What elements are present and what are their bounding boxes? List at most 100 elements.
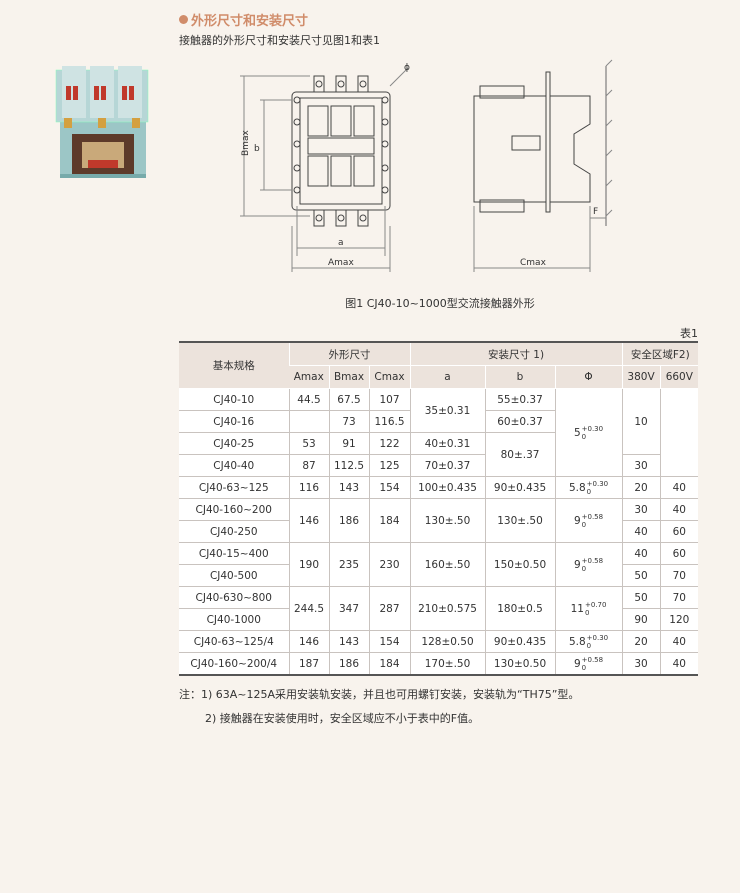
cell-bmax: 186 (328, 498, 369, 543)
table-row: CJ40-25 53 91 122 40±0.31 80±.37 (179, 432, 698, 477)
cell-380v: 40 (621, 520, 661, 543)
cell-cmax: 125 (368, 454, 411, 477)
cell-cmax: 287 (368, 586, 411, 631)
cell-b: 80±.37 (484, 432, 556, 477)
cell-name: CJ40-1000 (179, 608, 289, 631)
phi-upper: +0.58 (581, 512, 604, 521)
th-spec: 基本规格 (179, 341, 289, 389)
cell-a: 35±0.31 (409, 388, 486, 433)
cell-name: CJ40-160~200/4 (179, 652, 289, 676)
cell-660v: 60 (659, 542, 699, 565)
th-outline: 外形尺寸 (288, 341, 411, 366)
cell-cmax: 107 (368, 388, 411, 411)
phi-lower: 0 (581, 663, 587, 672)
phi-lower: 0 (581, 520, 587, 529)
cell-amax: 244.5 (288, 586, 329, 631)
table-row: CJ40-630~800 244.5 347 287 210±0.575 180… (179, 586, 699, 631)
cell-bmax: 235 (328, 542, 369, 587)
cell-b: 130±0.50 (484, 652, 556, 676)
cell-name: CJ40-25 (179, 432, 289, 455)
phi-lower: 0 (586, 487, 592, 496)
cell-660v (659, 388, 699, 477)
cell-name: CJ40-630~800 (179, 586, 289, 609)
cell-a: 70±0.37 (409, 454, 486, 477)
section-heading-text: 外形尺寸和安装尺寸 (191, 14, 309, 29)
cell-cmax: 154 (368, 630, 411, 653)
bmax-label: Bmax (241, 130, 251, 156)
cell-name: CJ40-63~125/4 (179, 630, 289, 653)
phi-upper: +0.70 (584, 600, 607, 609)
cell-bmax: 347 (328, 586, 369, 631)
phi-base: 5.8 (568, 635, 586, 648)
cell-cmax: 154 (368, 476, 411, 499)
th-install: 安装尺寸 1) (409, 341, 623, 366)
cell-380v: 20 (621, 630, 661, 653)
cell-a: 160±.50 (409, 542, 486, 587)
cell-cmax: 184 (368, 652, 411, 676)
phi-lower: 0 (581, 564, 587, 573)
table-label: 表1 (680, 327, 698, 340)
phi-upper: +0.30 (586, 479, 609, 488)
cell-cmax: 184 (368, 498, 411, 543)
cell-380v: 30 (621, 454, 661, 477)
table-row: CJ40-16 73 116.5 60±0.37 (179, 410, 698, 433)
phi-lower: 0 (586, 641, 592, 650)
cell-bmax: 143 (328, 630, 369, 653)
cell-amax: 146 (288, 498, 329, 543)
cell-bmax: 186 (328, 652, 369, 676)
th-safety: 安全区域F2) (621, 341, 699, 366)
cell-bmax: 73 (328, 410, 369, 433)
bullet-dot-icon (179, 15, 188, 24)
cell-cmax: 230 (368, 542, 411, 587)
outline-drawing: ϕ Bmax b a Amax Cmax F (240, 59, 613, 272)
header-row: 基本规格 外形尺寸 安装尺寸 1) 安全区域F2) (179, 341, 699, 389)
phi-upper: +0.58 (581, 556, 604, 565)
cell-amax: 116 (288, 476, 329, 499)
cell-a: 128±0.50 (409, 630, 486, 653)
th-cmax: Cmax (368, 365, 411, 389)
amax-label: Amax (328, 258, 354, 268)
table-row: CJ40-63~125/4 146 143 154 128±0.50 90±0.… (179, 630, 699, 653)
cell-b: 150±0.50 (484, 542, 556, 587)
cell-b: 130±.50 (484, 498, 556, 543)
f-label: F (593, 207, 598, 217)
cell-660v: 70 (659, 564, 699, 587)
th-b: b (484, 365, 556, 389)
cell-a: 100±0.435 (409, 476, 486, 499)
table-row: CJ40-15~400 190 235 230 160±.50 150±0.50… (179, 542, 699, 587)
intro-text: 接触器的外形尺寸和安装尺寸见图1和表1 (179, 34, 380, 47)
th-a: a (409, 365, 486, 389)
phi-base: 9 (573, 558, 581, 571)
cell-b: 180±0.5 (484, 586, 556, 631)
phi-lower: 0 (584, 608, 590, 617)
cell-660v: 40 (659, 476, 699, 499)
phi-upper: +0.30 (586, 633, 609, 642)
cell-name: CJ40-250 (179, 520, 289, 543)
cell-b: 90±0.435 (484, 476, 556, 499)
th-380v: 380V (621, 365, 661, 389)
cell-660v: 40 (659, 498, 699, 521)
cell-name: CJ40-160~200 (179, 498, 289, 521)
cell-a: 40±0.31 (409, 432, 486, 455)
cell-amax: 53 (288, 432, 329, 455)
table-row: CJ40-250 40 60 (179, 520, 699, 543)
a-label: a (338, 238, 344, 248)
cell-cmax: 116.5 (368, 410, 411, 433)
phi-base: 5 (573, 426, 581, 439)
cell-380v: 30 (621, 498, 661, 521)
cell-a: 170±.50 (409, 652, 486, 676)
contactor-photo (55, 66, 149, 178)
table-row: CJ40-160~200 146 186 184 130±.50 130±.50… (179, 498, 699, 543)
cell-name: CJ40-40 (179, 454, 289, 477)
cell-bmax: 67.5 (328, 388, 369, 411)
phi-base: 11 (570, 602, 584, 615)
cell-amax: 87 (288, 454, 329, 477)
b-label: b (254, 144, 260, 154)
cell-bmax: 143 (328, 476, 369, 499)
